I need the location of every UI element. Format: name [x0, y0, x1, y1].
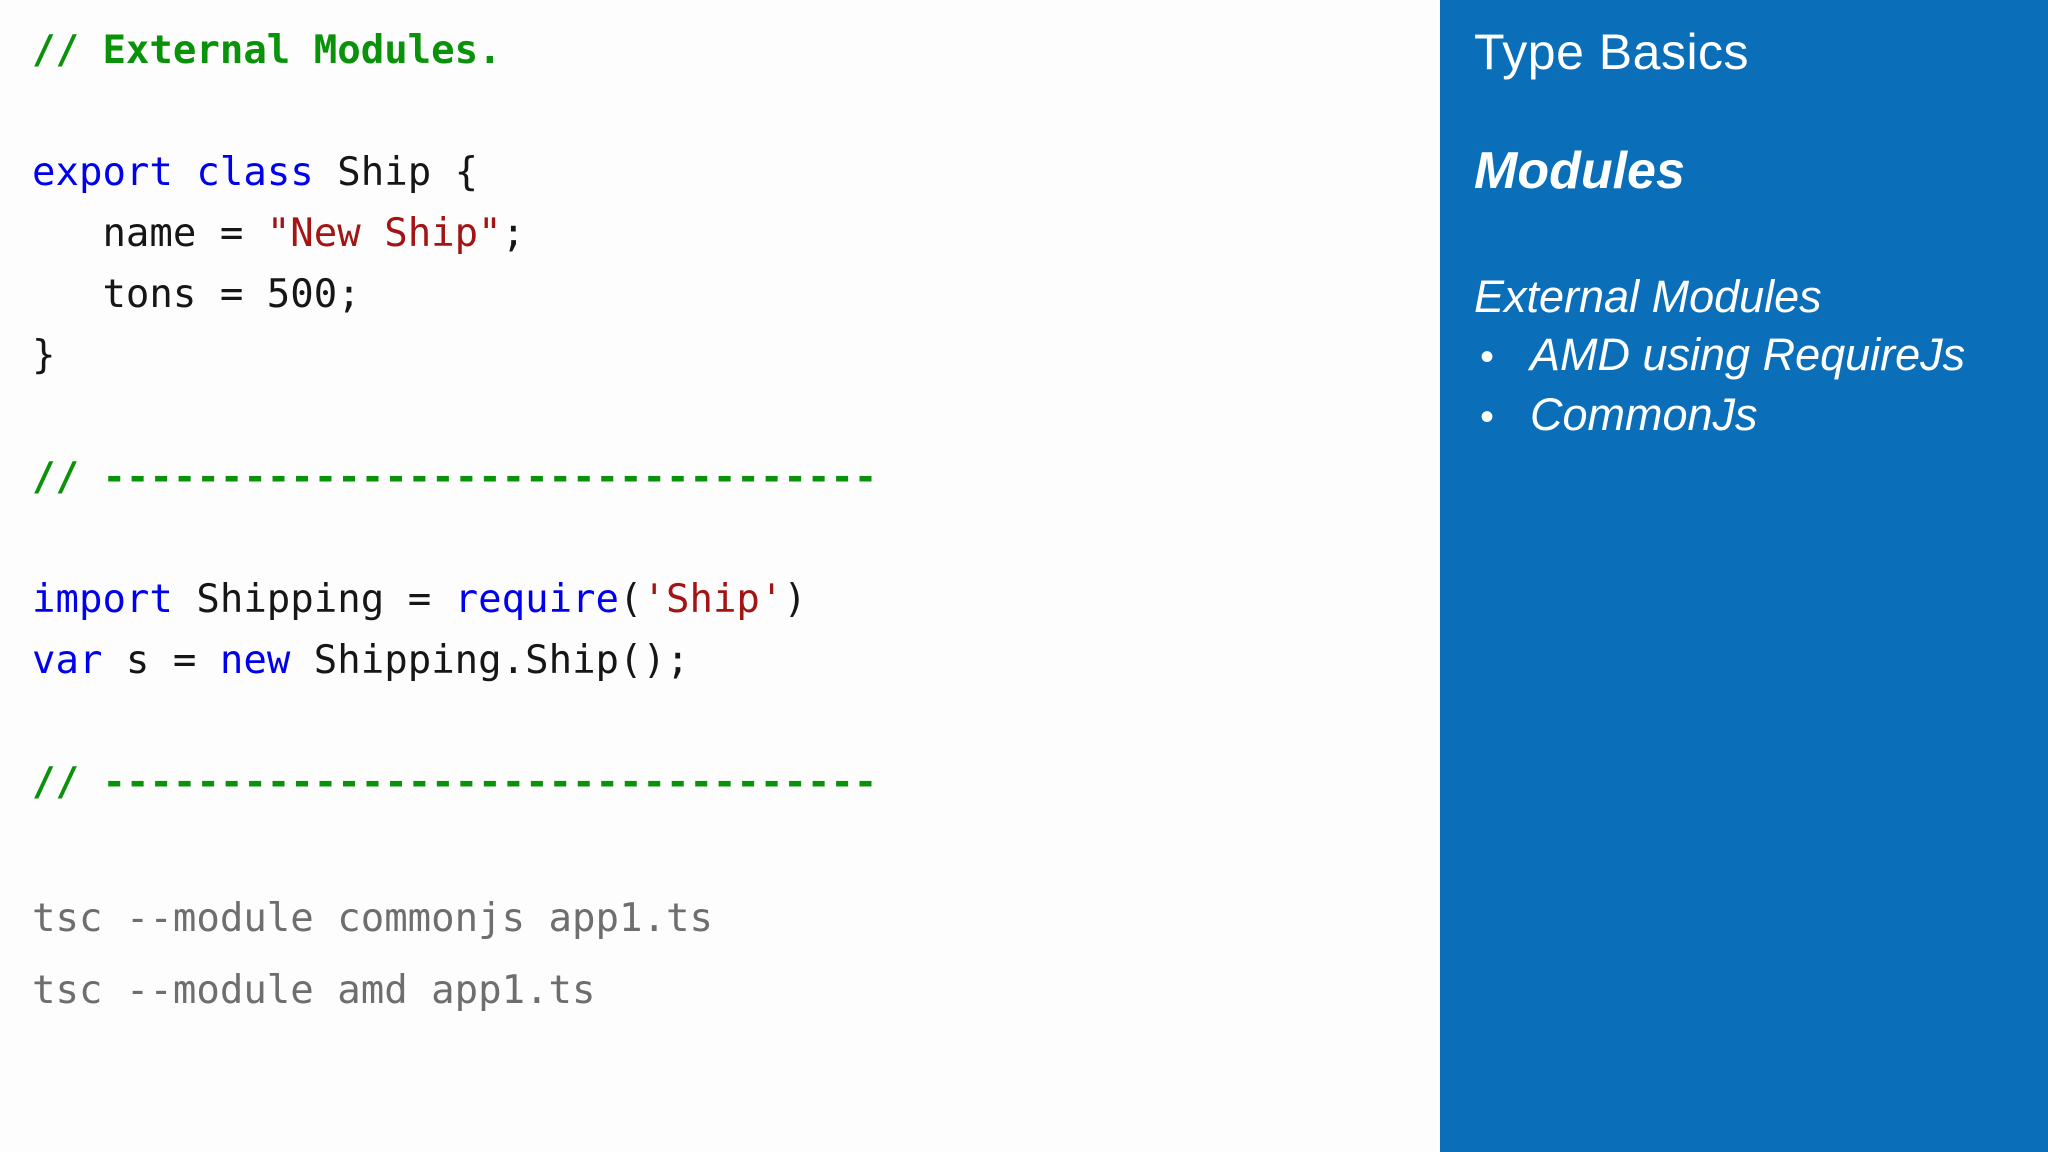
code-token-plain: s =: [102, 638, 220, 683]
code-token-cmt: // ---------------------------------: [32, 760, 878, 805]
code-token-plain: Shipping.Ship();: [290, 638, 690, 683]
code-token-plain: Ship {: [313, 150, 479, 195]
code-token-kw: import: [32, 577, 173, 622]
sidebar-panel: Type Basics Modules External Modules • AM…: [1440, 0, 2048, 1152]
code-line: tons = 500;: [32, 264, 1412, 325]
code-token-plain: }: [32, 333, 56, 378]
code-editor-area: // External Modules.export class Ship { …: [32, 20, 1412, 1021]
sidebar-subsection: External Modules • AMD using RequireJs • Co…: [1474, 268, 1965, 446]
code-line: tsc --module commonjs app1.ts: [32, 888, 1412, 949]
code-token-kw: var: [32, 638, 103, 683]
sidebar-bullet-label: CommonJs: [1530, 389, 1758, 440]
code-token-plain: (: [619, 577, 643, 622]
code-token-plain: tons = 500;: [32, 272, 361, 317]
code-token-gray: tsc --module commonjs app1.ts: [32, 896, 713, 941]
code-line: // ---------------------------------: [32, 752, 1412, 813]
code-line: export class Ship {: [32, 142, 1412, 203]
sidebar-bullet-list: • AMD using RequireJs • CommonJs: [1474, 326, 1965, 446]
sidebar-course-title: Type Basics: [1474, 24, 1750, 80]
code-blank-line: [32, 691, 1412, 752]
sidebar-bullet-label: AMD using RequireJs: [1530, 329, 1966, 380]
code-token-kw: class: [196, 150, 314, 195]
sidebar-bullet-item: • CommonJs: [1474, 386, 1965, 446]
bullet-icon: •: [1480, 395, 1495, 439]
code-line: // External Modules.: [32, 20, 1412, 81]
code-token-plain: name =: [32, 211, 267, 256]
code-token-plain: ;: [501, 211, 526, 256]
bullet-icon: •: [1480, 335, 1495, 379]
code-blank-line: [32, 386, 1412, 447]
code-line: // ---------------------------------: [32, 447, 1412, 508]
code-token-str: 'Ship': [642, 577, 784, 622]
code-token-plain: ): [783, 577, 807, 622]
sidebar-section-heading: Modules: [1474, 142, 1685, 200]
code-token-plain: [173, 150, 196, 195]
code-line: name = "New Ship";: [32, 203, 1412, 264]
code-token-str: "New Ship": [266, 211, 502, 256]
code-blank-line: [32, 813, 1412, 874]
code-token-cmt: // ---------------------------------: [32, 455, 878, 500]
code-token-plain: Shipping =: [172, 577, 455, 622]
code-blank-line: [32, 508, 1412, 569]
code-line: tsc --module amd app1.ts: [32, 960, 1412, 1021]
code-line: var s = new Shipping.Ship();: [32, 630, 1412, 691]
code-token-cmt: // External Modules.: [32, 28, 502, 73]
code-token-kw: export: [32, 150, 173, 195]
code-blank-line: [32, 81, 1412, 142]
sidebar-subsection-heading: External Modules: [1474, 271, 1822, 322]
code-line: import Shipping = require('Ship'): [32, 569, 1412, 630]
code-line: }: [32, 325, 1412, 386]
sidebar-bullet-item: • AMD using RequireJs: [1474, 326, 1965, 386]
code-token-kw: require: [454, 577, 620, 622]
code-token-kw: new: [219, 638, 291, 683]
code-token-gray: tsc --module amd app1.ts: [32, 968, 596, 1013]
